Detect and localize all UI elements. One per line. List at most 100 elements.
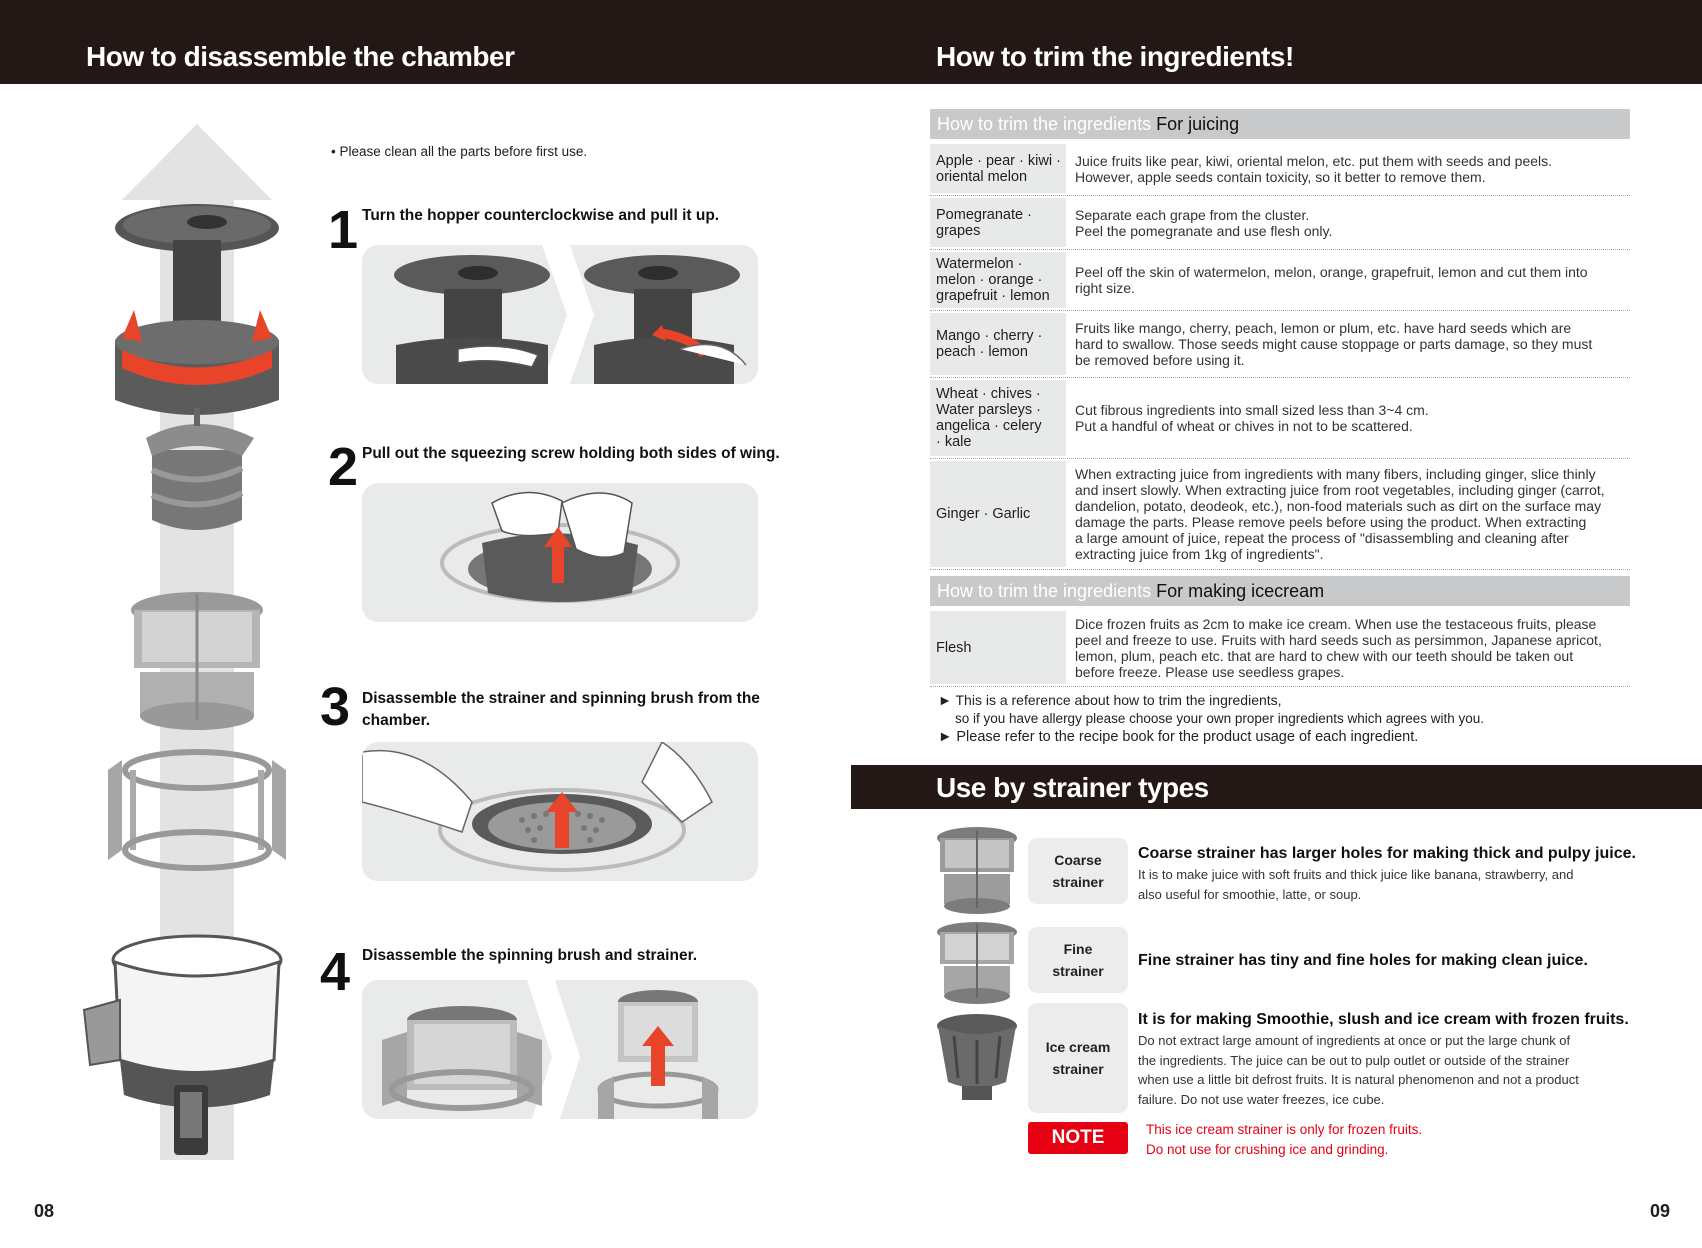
strainer-header-bar [851, 765, 1702, 809]
icecream-strainer-icon [937, 1014, 1017, 1100]
label-line: angelica · celery [936, 418, 1042, 434]
icecream-strainer-title: It is for making Smoothie, slush and ice… [1138, 1011, 1629, 1028]
label-line: · kale [936, 434, 972, 450]
reference-note-2: so if you have allergy please choose you… [955, 711, 1485, 726]
table-row: Watermelon ·melon · orange ·grapefruit ·… [930, 252, 1630, 311]
table-row-desc: Dice frozen fruits as 2cm to make ice cr… [1067, 611, 1630, 684]
note-badge: NOTE [1028, 1122, 1128, 1154]
desc-line: damage the parts. Please remove peels be… [1075, 514, 1587, 530]
desc-line: Separate each grape from the cluster. [1075, 206, 1310, 223]
table-row: Mango · cherry ·peach · lemon Fruits like… [930, 313, 1630, 378]
table-row-label: Ginger · Garlic [930, 461, 1066, 567]
table-row-label: Wheat · chives ·Water parsleys ·angelica… [930, 380, 1066, 456]
label-line: Flesh [936, 639, 972, 656]
desc-line: Peel off the skin of watermelon, melon, … [1075, 264, 1588, 280]
table-row: Ginger · Garlic When extracting juice fro… [930, 461, 1630, 570]
table-row: Apple · pear · kiwi ·oriental melon Juice… [930, 144, 1630, 196]
label-line: Water parsleys · [936, 402, 1042, 418]
step-2-image [362, 483, 758, 622]
strainer-header-title: Use by strainer types [936, 772, 1209, 803]
desc-line: Peel the pomegranate and use flesh only. [1075, 222, 1333, 239]
desc-line: However, apple seeds contain toxicity, s… [1075, 168, 1486, 185]
step-3-image [362, 742, 758, 881]
squeezing-screw-icon [146, 408, 254, 530]
strainer-icon [131, 592, 263, 730]
table-row: Flesh Dice frozen fruits as 2cm to make i… [930, 611, 1630, 687]
label-line: Apple · pear · kiwi · [936, 152, 1061, 169]
coarse-strainer-desc: It is to make juice with soft fruits and… [1138, 867, 1574, 902]
rotate-arrow-icon [122, 350, 272, 385]
chamber-icon [82, 934, 283, 1155]
desc-line: Juice fruits like pear, kiwi, oriental m… [1075, 152, 1553, 169]
table-row-desc: Separate each grape from the cluster.Pee… [1067, 198, 1630, 247]
label-line: Pomegranate · [936, 206, 1032, 223]
step-1-text: Turn the hopper counterclockwise and pul… [362, 207, 720, 224]
label-line: melon · orange · [936, 272, 1043, 288]
hopper-icon [115, 204, 279, 415]
table-row-desc: Cut fibrous ingredients into small sized… [1067, 380, 1630, 456]
desc-line: Cut fibrous ingredients into small sized… [1075, 402, 1429, 418]
table-row-desc: Fruits like mango, cherry, peach, lemon … [1067, 313, 1630, 375]
desc-line: Put a handful of wheat or chives in not … [1075, 418, 1413, 434]
fine-strainer-title: Fine strainer has tiny and fine holes fo… [1138, 952, 1588, 969]
coarse-strainer-icon [937, 827, 1017, 914]
label-line: oriental melon [936, 168, 1028, 185]
reference-note-3: ► Please refer to the recipe book for th… [938, 729, 1419, 745]
step-1-number: 1 [328, 200, 359, 260]
label-line: Ginger · Garlic [936, 506, 1031, 522]
reference-note-1: ► This is a reference about how to trim … [938, 692, 1282, 708]
desc-line: Dice frozen fruits as 2cm to make ice cr… [1075, 615, 1597, 632]
desc-line: and insert slowly. When extracting juice… [1075, 482, 1605, 498]
exploded-parts-illustration [82, 124, 286, 1160]
table-row-desc: When extracting juice from ingredients w… [1067, 461, 1630, 567]
icecream-section-header: How to trim the ingredients For making i… [930, 576, 1630, 606]
table-row-label: Pomegranate ·grapes [930, 198, 1066, 247]
table-row-label: Mango · cherry ·peach · lemon [930, 313, 1066, 375]
step-2-text: Pull out the squeezing screw holding bot… [362, 445, 780, 462]
label-line: Wheat · chives · [936, 386, 1041, 402]
table-row: Wheat · chives ·Water parsleys ·angelica… [930, 380, 1630, 459]
desc-line: a large amount of juice, repeat the proc… [1075, 530, 1569, 546]
step-3-text: Disassemble the strainer and spinning br… [362, 690, 760, 729]
table-row-label: Flesh [930, 611, 1066, 684]
step-4-image [362, 980, 758, 1119]
desc-line: dandelion, potato, deodeok, etc.), non-f… [1075, 498, 1602, 514]
juicing-section-header: How to trim the ingredients For juicing [930, 109, 1630, 139]
spinning-brush-icon [108, 749, 286, 871]
label-line: Watermelon · [936, 256, 1023, 272]
intro-note: • Please clean all the parts before firs… [331, 144, 588, 159]
desc-line: before freeze. Please use seedless grape… [1075, 663, 1345, 680]
step-2-number: 2 [328, 437, 359, 497]
right-header-title: How to trim the ingredients! [936, 41, 1294, 72]
table-row-label: Apple · pear · kiwi ·oriental melon [930, 144, 1066, 193]
desc-line: extracting juice from 1kg of ingredients… [1075, 546, 1324, 562]
desc-line: When extracting juice from ingredients w… [1075, 466, 1596, 482]
coarse-strainer-title: Coarse strainer has larger holes for mak… [1138, 845, 1636, 862]
label-line: grapefruit · lemon [936, 288, 1050, 304]
note-text: This ice cream strainer is only for froz… [1146, 1122, 1423, 1157]
header-bar [0, 0, 1702, 84]
label-line: peach · lemon [936, 344, 1028, 360]
left-page-number: 08 [34, 1201, 55, 1221]
desc-line: be removed before using it. [1075, 352, 1245, 368]
step-3-number: 3 [320, 677, 351, 737]
icecream-strainer-desc: Do not extract large amount of ingredien… [1138, 1033, 1579, 1107]
table-row-desc: Peel off the skin of watermelon, melon, … [1067, 252, 1630, 308]
fine-strainer-icon [937, 922, 1017, 1004]
label-line: Mango · cherry · [936, 328, 1043, 344]
table-row-desc: Juice fruits like pear, kiwi, oriental m… [1067, 144, 1630, 193]
right-page-number: 09 [1650, 1201, 1671, 1221]
step-1-image [362, 245, 758, 384]
left-header-title: How to disassemble the chamber [86, 41, 515, 72]
desc-line: hard to swallow. Those seeds might cause… [1075, 336, 1593, 352]
label-line: grapes [936, 222, 981, 239]
desc-line: right size. [1075, 280, 1135, 296]
table-row-label: Watermelon ·melon · orange ·grapefruit ·… [930, 252, 1066, 308]
desc-line: peel and freeze to use. Fruits with hard… [1075, 631, 1602, 648]
step-4-text: Disassemble the spinning brush and strai… [362, 947, 698, 964]
desc-line: Fruits like mango, cherry, peach, lemon … [1075, 320, 1572, 336]
